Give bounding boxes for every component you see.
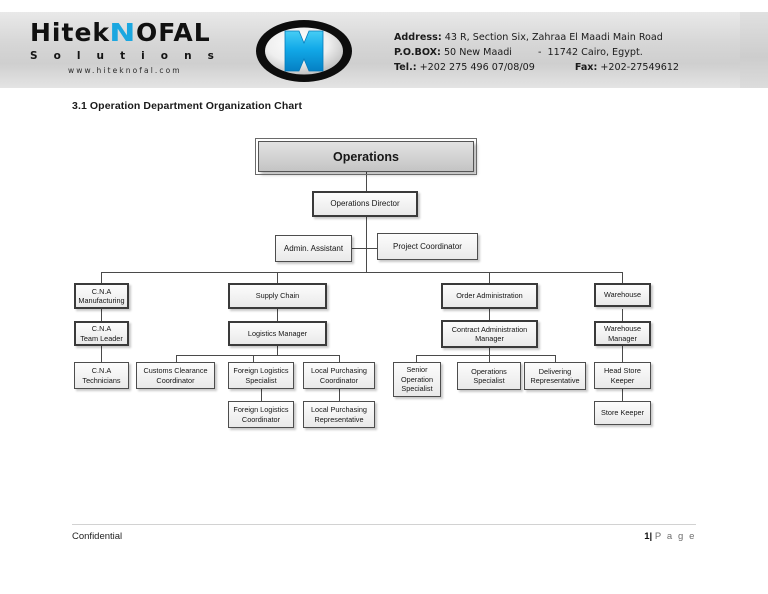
org-node-project-coordinator[interactable]: Project Coordinator (377, 233, 478, 260)
org-node-store-keeper[interactable]: Store Keeper (594, 401, 651, 425)
address-line: Address: 43 R, Section Six, Zahraa El Ma… (394, 30, 679, 45)
brand-name-part2: OFAL (135, 18, 211, 47)
org-node-operations[interactable]: Operations (255, 138, 477, 175)
connector-director-spine (366, 217, 367, 272)
connector-warehouse-manager-to-head-store (622, 346, 623, 362)
pobox-line: P.O.BOX: 50 New Maadi - 11742 Cairo, Egyp… (394, 45, 679, 60)
connector-team-leader-to-technicians (101, 346, 102, 362)
connector-bus-drop-warehouse (622, 272, 623, 283)
connector-contract-to-delivering (555, 355, 556, 362)
connector-local-purch-to-rep (339, 389, 340, 401)
brand-name-part1: Hitek (30, 18, 111, 47)
company-address-block: Address: 43 R, Section Six, Zahraa El Ma… (394, 30, 679, 75)
connector-contract-to-senior-op (416, 355, 417, 362)
connector-operations-to-director (366, 172, 367, 191)
connector-bus-drop-cna (101, 272, 102, 283)
connector-logistics-drop (277, 346, 278, 355)
connector-contract-bus (416, 355, 555, 356)
connector-logistics-to-customs (176, 355, 177, 362)
brand-name-n-glyph: N (109, 18, 137, 47)
connector-foreign-spec-to-coord (261, 389, 262, 401)
address-value: 43 R, Section Six, Zahraa El Maadi Main … (444, 32, 663, 43)
connector-head-store-to-store-keeper (622, 389, 623, 401)
org-node-logistics-manager[interactable]: Logistics Manager (228, 321, 327, 346)
letterhead-banner (0, 12, 740, 88)
tel-label: Tel.: (394, 62, 417, 73)
connector-contract-drop (489, 348, 490, 355)
footer-page-number: 1 (644, 531, 650, 542)
connector-project-coordinator (366, 248, 377, 249)
connector-admin-assistant (352, 248, 367, 249)
footer-page-word: P a g e (654, 531, 696, 542)
connector-department-bus (101, 272, 622, 273)
connector-logistics-bus (176, 355, 339, 356)
org-node-order-administration[interactable]: Order Administration (441, 283, 538, 309)
section-heading: 3.1 Operation Department Organization Ch… (72, 100, 303, 112)
connector-supply-chain-to-logistics (277, 309, 278, 321)
connector-cna-to-team-leader (101, 309, 102, 321)
pobox-value: 50 New Maadi (443, 47, 512, 58)
company-brand: HitekNOFAL S o l u t i o n s www.hitekno… (30, 20, 260, 75)
connector-bus-drop-order-admin (489, 272, 490, 283)
footer-confidential-label: Confidential (72, 531, 123, 542)
hiteknofal-n-medallion-logo-icon (255, 19, 353, 83)
fax-label: Fax: (574, 62, 598, 73)
footer-page-indicator: 1| P a g e (644, 531, 696, 542)
connector-warehouse-to-manager (622, 309, 623, 321)
connector-logistics-to-foreign-spec (253, 355, 254, 362)
connector-logistics-to-local-purch (339, 355, 340, 362)
tel-fax-line: Tel.: +202 275 496 07/08/09 Fax: +202-275… (394, 60, 679, 75)
brand-wordmark: HitekNOFAL (30, 20, 260, 45)
fax-value: +202-27549612 (600, 62, 680, 73)
org-node-supply-chain[interactable]: Supply Chain (228, 283, 327, 309)
org-node-admin-assistant[interactable]: Admin. Assistant (275, 235, 352, 262)
letterhead-banner-tail (740, 12, 768, 88)
footer-divider (72, 524, 696, 525)
org-node-operations-director[interactable]: Operations Director (312, 191, 418, 217)
org-node-warehouse[interactable]: Warehouse (594, 283, 651, 307)
address-label: Address: (394, 32, 442, 43)
pobox-city: 11742 Cairo, Egypt. (547, 47, 643, 58)
brand-tagline: S o l u t i o n s (30, 50, 221, 62)
tel-value: +202 275 496 07/08/09 (419, 62, 535, 73)
pobox-dash: - (537, 47, 542, 58)
connector-order-admin-to-contract (489, 309, 490, 321)
connector-contract-to-ops-spec (489, 355, 490, 362)
footer-page-separator: | (649, 531, 653, 542)
connector-bus-drop-supply-chain (277, 272, 278, 283)
brand-website-url: www.hiteknofal.com (68, 66, 182, 75)
pobox-label: P.O.BOX: (394, 47, 441, 58)
